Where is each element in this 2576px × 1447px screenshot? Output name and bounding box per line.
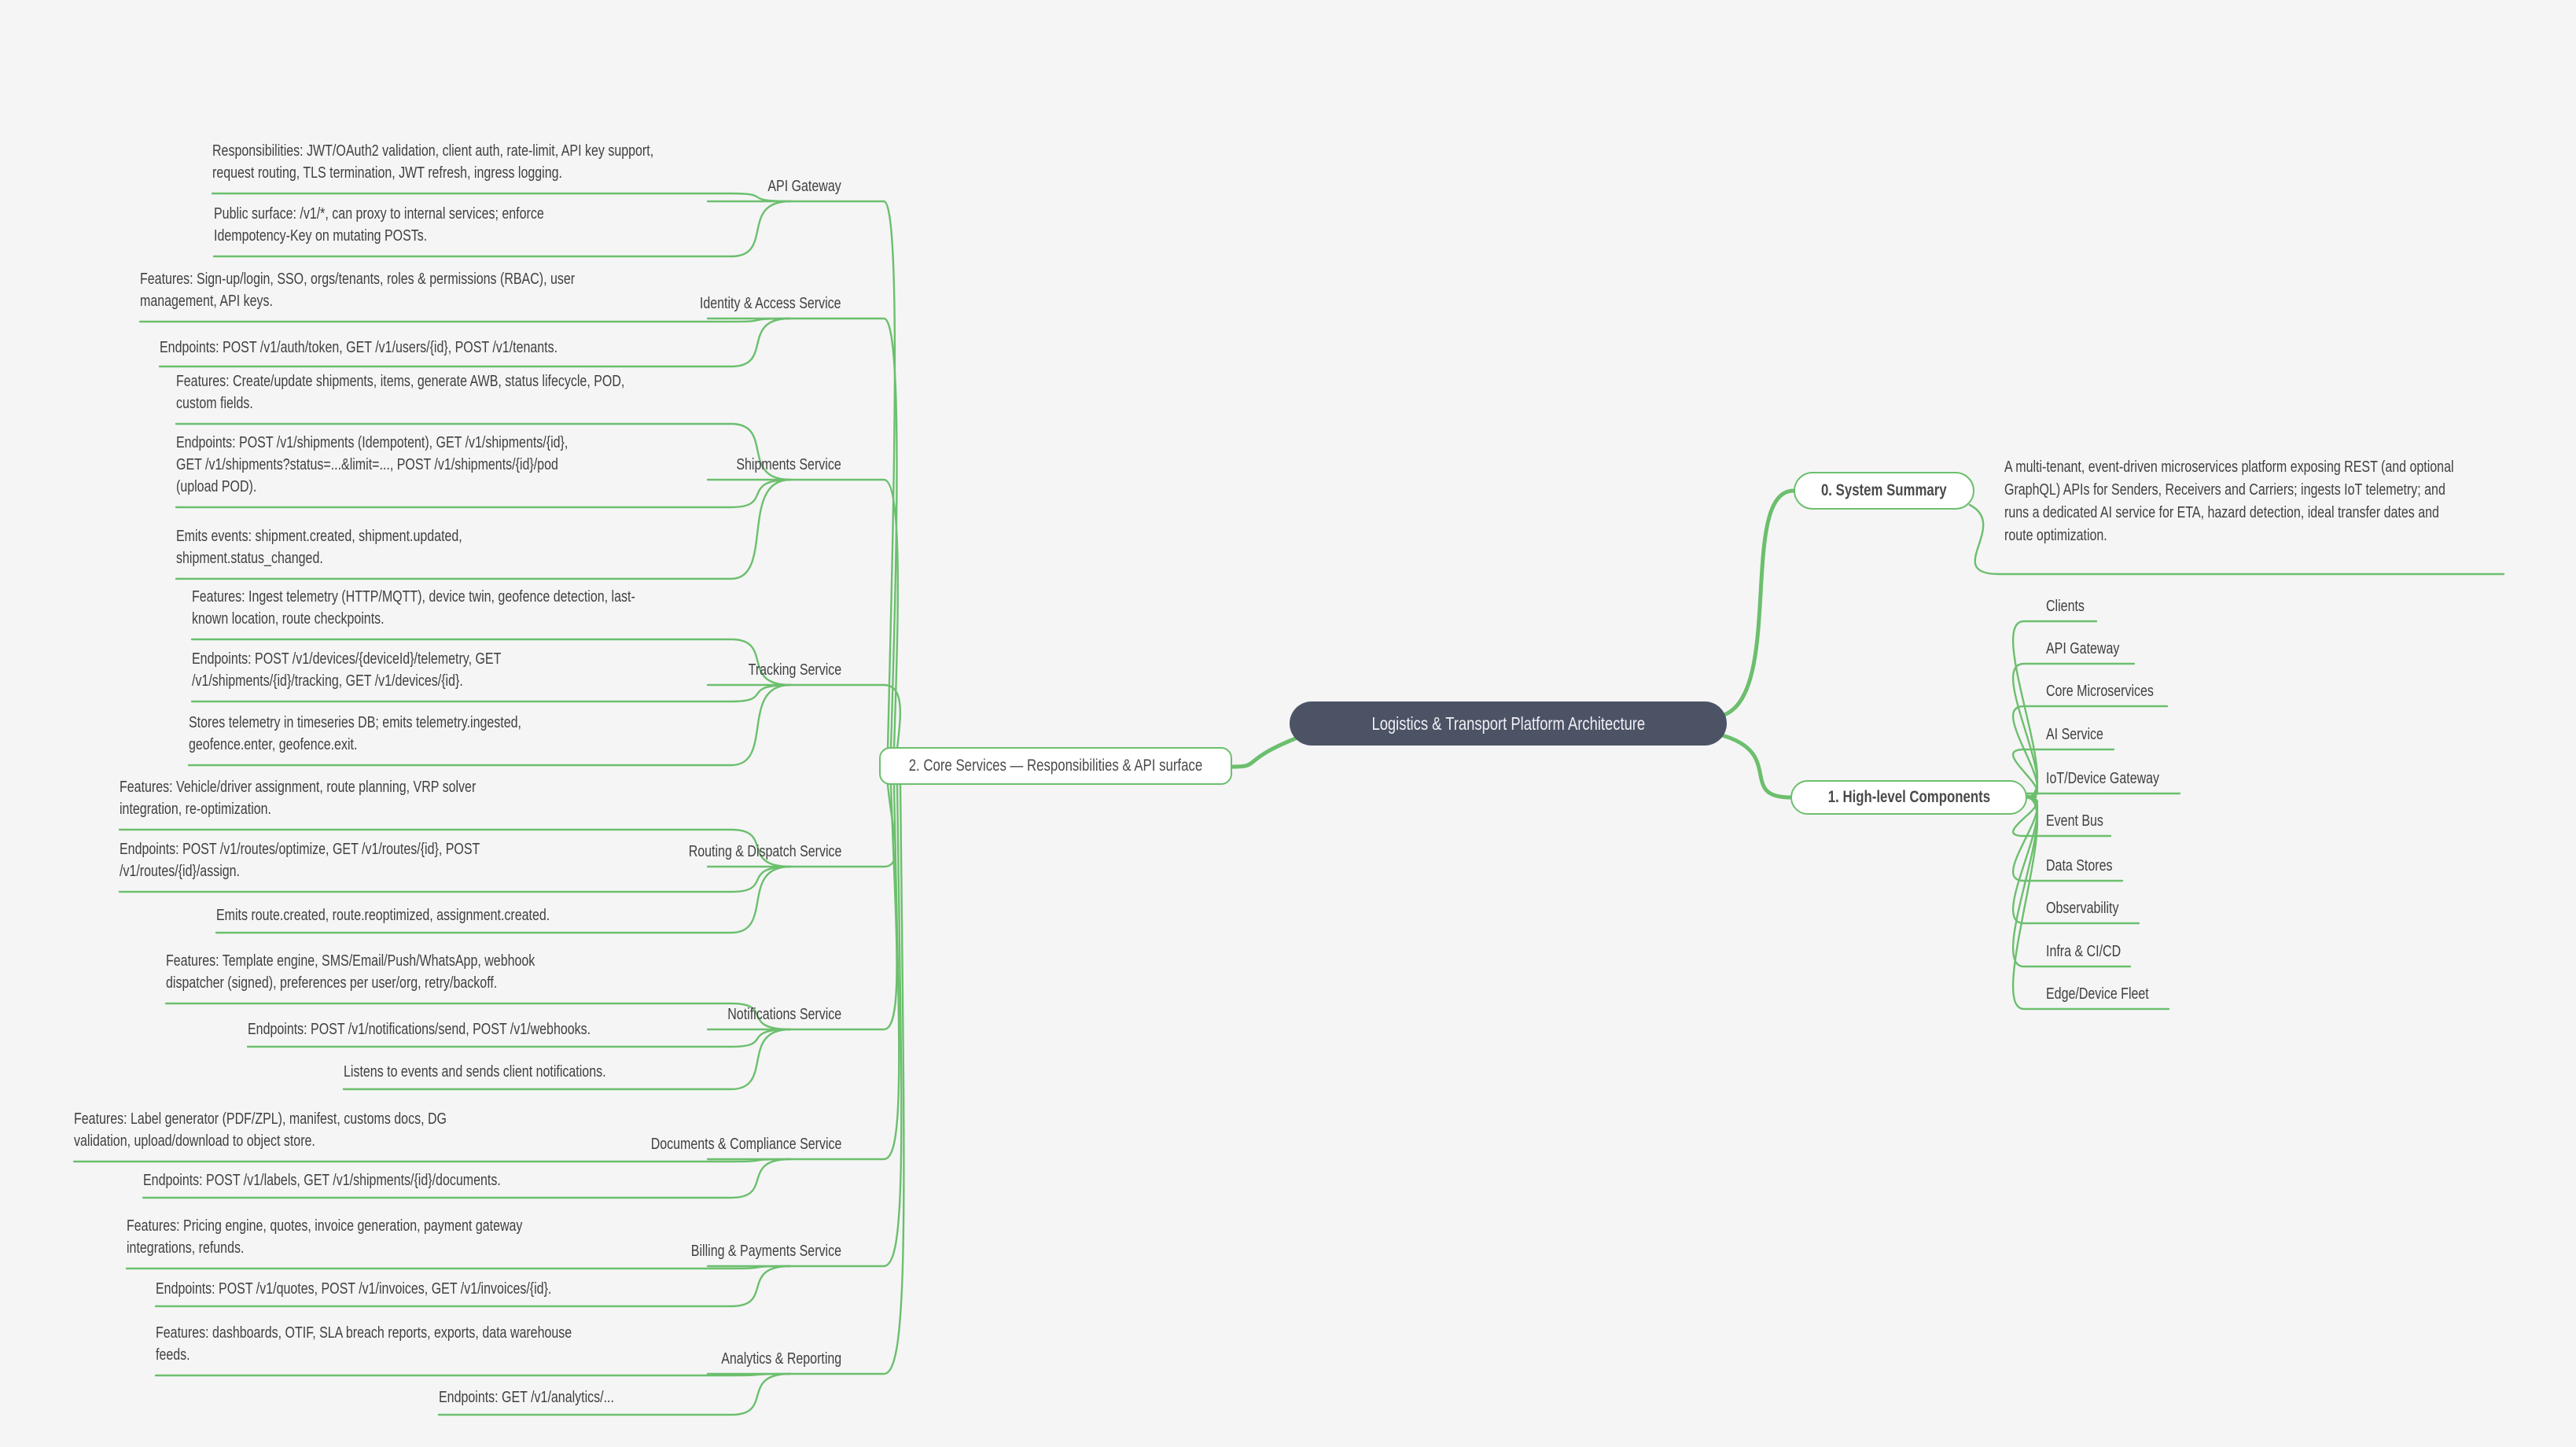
service-label-billing-payments[interactable]: Billing & Payments Service: [690, 1243, 841, 1260]
service-label-tracking[interactable]: Tracking Service: [748, 661, 841, 679]
service-label-notifications[interactable]: Notifications Service: [727, 1006, 841, 1023]
note-shipments-endpoints: Endpoints: POST /v1/shipments (Idempoten…: [176, 434, 569, 495]
service-label-analytics-reporting[interactable]: Analytics & Reporting: [721, 1350, 841, 1368]
component-item-ai-service[interactable]: AI Service: [2046, 726, 2103, 743]
note-tracking-storage: Stores telemetry in timeseries DB; emits…: [189, 714, 521, 753]
service-label-api-gateway[interactable]: API Gateway: [767, 178, 841, 195]
note-billing-endpoints: Endpoints: POST /v1/quotes, POST /v1/inv…: [156, 1280, 552, 1298]
component-item-api-gateway[interactable]: API Gateway: [2046, 640, 2120, 657]
component-item-edge-device-fleet[interactable]: Edge/Device Fleet: [2046, 985, 2149, 1003]
note-tracking-endpoints: Endpoints: POST /v1/devices/{deviceId}/t…: [192, 650, 502, 690]
note-notifications-listens: Listens to events and sends client notif…: [344, 1063, 606, 1081]
system-summary-node-label: 0. System Summary: [1821, 481, 1947, 499]
high-level-components-node-label: 1. High-level Components: [1827, 788, 1990, 806]
note-api-gateway-public-surface: Public surface: /v1/*, can proxy to inte…: [214, 205, 544, 245]
note-notifications-features: Features: Template engine, SMS/Email/Pus…: [166, 952, 535, 992]
note-billing-features: Features: Pricing engine, quotes, invoic…: [127, 1217, 523, 1257]
note-api-gateway-responsibilities: Responsibilities: JWT/OAuth2 validation,…: [212, 142, 654, 182]
component-item-observability[interactable]: Observability: [2046, 900, 2119, 917]
note-routing-features: Features: Vehicle/driver assignment, rou…: [120, 779, 477, 818]
note-identity-features: Features: Sign-up/login, SSO, orgs/tenan…: [140, 271, 576, 310]
note-analytics-features: Features: dashboards, OTIF, SLA breach r…: [156, 1324, 572, 1364]
core-services-node[interactable]: 2. Core Services — Responsibilities & AP…: [879, 747, 1232, 785]
service-label-identity-access[interactable]: Identity & Access Service: [700, 295, 841, 312]
note-identity-endpoints: Endpoints: POST /v1/auth/token, GET /v1/…: [160, 339, 558, 356]
high-level-components-node[interactable]: 1. High-level Components: [1790, 780, 2027, 815]
service-label-shipments[interactable]: Shipments Service: [736, 456, 841, 473]
note-shipments-events: Emits events: shipment.created, shipment…: [176, 528, 462, 567]
component-item-iot-device-gateway[interactable]: IoT/Device Gateway: [2046, 770, 2160, 787]
system-summary-text: A multi-tenant, event-driven microservic…: [2004, 458, 2454, 544]
core-services-node-label: 2. Core Services — Responsibilities & AP…: [908, 757, 1203, 775]
note-documents-endpoints: Endpoints: POST /v1/labels, GET /v1/ship…: [143, 1172, 501, 1189]
component-item-core-microservices[interactable]: Core Microservices: [2046, 683, 2154, 700]
component-item-data-stores[interactable]: Data Stores: [2046, 857, 2113, 874]
service-label-documents-compliance[interactable]: Documents & Compliance Service: [650, 1136, 841, 1153]
note-analytics-endpoints: Endpoints: GET /v1/analytics/...: [439, 1389, 614, 1406]
system-summary-node[interactable]: 0. System Summary: [1794, 472, 1974, 510]
component-item-event-bus[interactable]: Event Bus: [2046, 812, 2103, 830]
root-node[interactable]: Logistics & Transport Platform Architect…: [1290, 701, 1727, 746]
note-routing-endpoints: Endpoints: POST /v1/routes/optimize, GET…: [120, 841, 480, 880]
note-tracking-features: Features: Ingest telemetry (HTTP/MQTT), …: [192, 588, 635, 628]
note-documents-features: Features: Label generator (PDF/ZPL), man…: [74, 1110, 447, 1150]
note-shipments-features: Features: Create/update shipments, items…: [176, 373, 625, 412]
note-notifications-endpoints: Endpoints: POST /v1/notifications/send, …: [248, 1021, 591, 1038]
component-item-clients[interactable]: Clients: [2046, 598, 2085, 615]
service-label-routing-dispatch[interactable]: Routing & Dispatch Service: [688, 843, 841, 860]
note-routing-events: Emits route.created, route.reoptimized, …: [216, 907, 550, 924]
root-node-label: Logistics & Transport Platform Architect…: [1371, 712, 1645, 734]
component-item-infra-cicd[interactable]: Infra & CI/CD: [2046, 943, 2122, 960]
